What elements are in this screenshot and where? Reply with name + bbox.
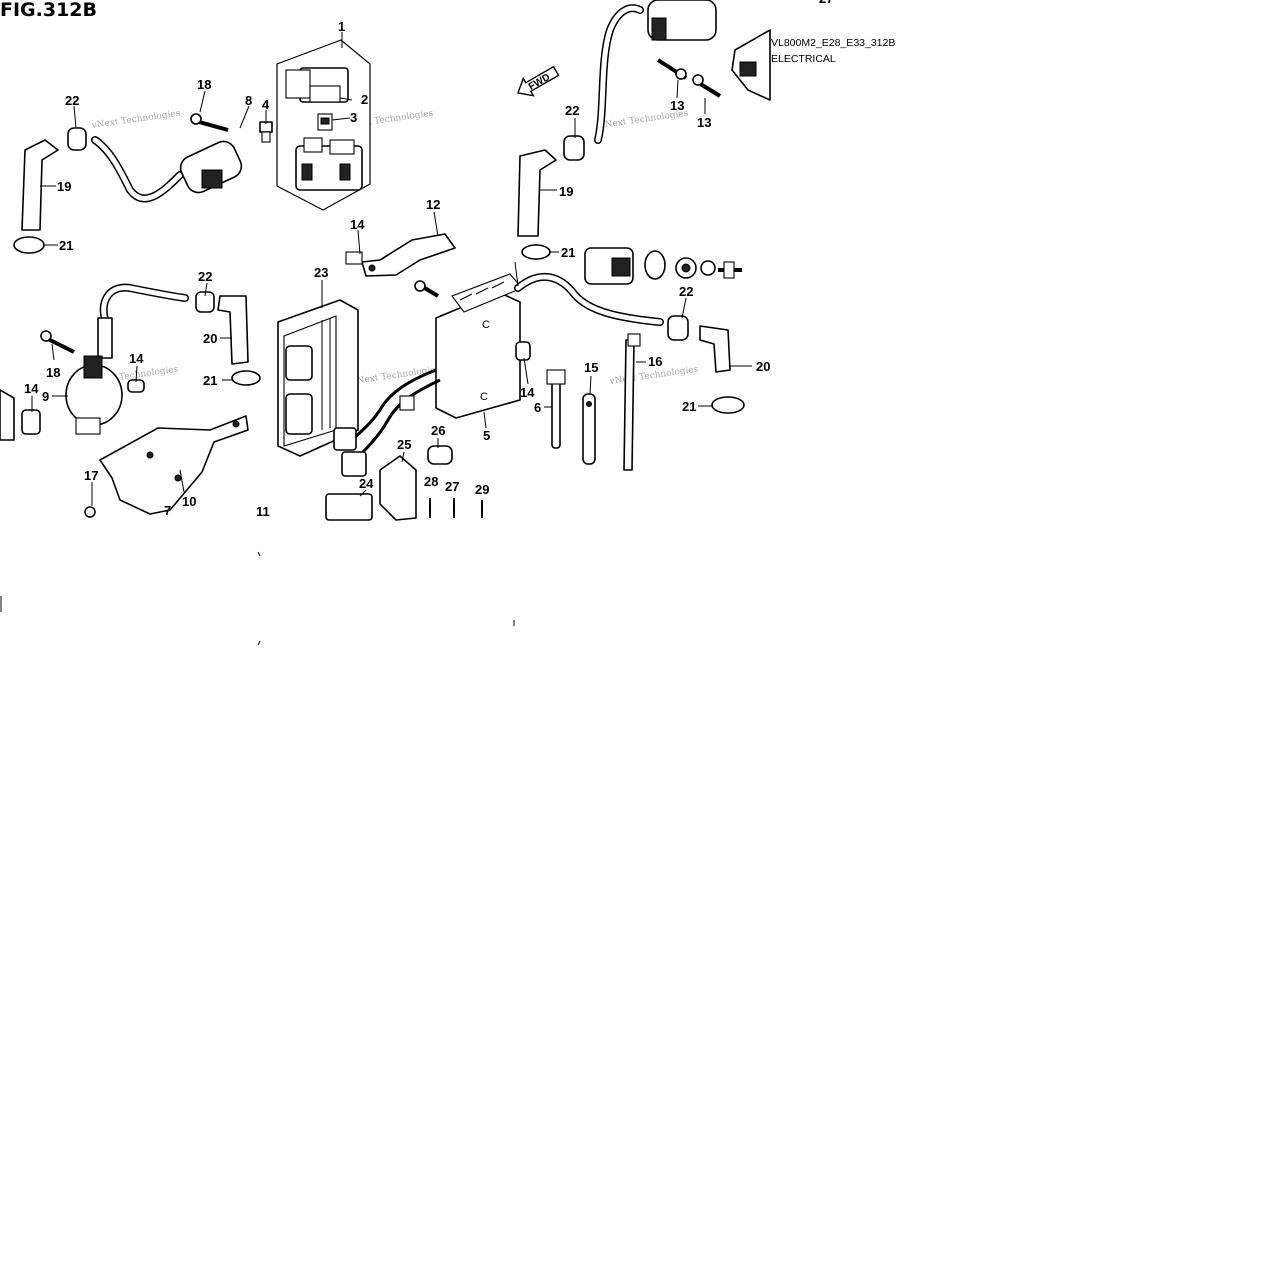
- ignition-coil-center-left: [0, 283, 261, 441]
- callout-10: 10: [182, 494, 196, 509]
- callout-22-upper-left: 22: [65, 93, 79, 108]
- ecm-unit: [277, 299, 359, 457]
- callout-13-right: 13: [697, 115, 711, 130]
- bracket-12: [345, 233, 456, 298]
- watermark-text: vNext Technologies: [90, 109, 181, 132]
- bolt-4: [259, 121, 273, 143]
- callout-8: 8: [245, 93, 252, 108]
- coil-bracket: [84, 415, 249, 518]
- callout-17: 17: [84, 468, 98, 483]
- regulator-c-mark-top: C: [482, 319, 490, 331]
- callout-21-upper-right: 21: [561, 245, 575, 260]
- callout-24: 24: [359, 476, 374, 491]
- figure-title: FIG.312B: [0, 0, 97, 21]
- callout-5: 5: [483, 428, 490, 443]
- callout-23: 23: [314, 265, 328, 280]
- ignition-coil-center-right: [584, 247, 742, 285]
- callout-6: 6: [534, 400, 541, 415]
- plug-cap-upper-right: [517, 0, 771, 260]
- clamp-band-16: [623, 333, 641, 471]
- callout-28: 28: [424, 474, 438, 489]
- ignition-coil-upper-left: [13, 113, 243, 254]
- figure-section-label: ELECTRICAL: [771, 53, 836, 65]
- callout-2: 2: [361, 92, 368, 107]
- callout-20-left: 20: [203, 331, 217, 346]
- cropped-edge-marks: [0, 551, 515, 646]
- callout-14-center: 14: [129, 351, 144, 366]
- callout-27-bottom: 27: [445, 479, 459, 494]
- watermark-text: vNext Technologies: [350, 365, 441, 388]
- callout-22-upper-right: 22: [565, 103, 579, 118]
- callout-19-left: 19: [57, 179, 71, 194]
- callout-16: 16: [648, 354, 662, 369]
- center-plug-wire: [514, 272, 745, 414]
- forward-direction-label: FWD: [527, 72, 552, 93]
- callout-25: 25: [397, 437, 411, 452]
- callout-22-center-left: 22: [198, 269, 212, 284]
- callout-27-top: 27: [819, 0, 833, 6]
- holder-25: [379, 455, 417, 521]
- callout-21-lower-right: 21: [682, 399, 696, 414]
- callout-12: 12: [426, 197, 440, 212]
- small-parts-27-29: [429, 498, 483, 518]
- clamp-band-6: [546, 369, 566, 449]
- callout-labels: 1 2 3 4 5 6 7 8 9 10 11 12 13 13 14 14 1…: [24, 0, 833, 519]
- callout-29: 29: [475, 482, 489, 497]
- callout-7: 7: [164, 503, 171, 518]
- clamp-15: [582, 393, 596, 465]
- callout-9: 9: [42, 389, 49, 404]
- callout-18-top: 18: [197, 77, 211, 92]
- wire-harness: [333, 368, 441, 477]
- callout-14-left: 14: [24, 381, 39, 396]
- callout-4: 4: [262, 97, 270, 112]
- figure-reference-code: VL800M2_E28_E33_312B: [771, 37, 895, 49]
- callout-22-center-right: 22: [679, 284, 693, 299]
- callout-26: 26: [431, 423, 445, 438]
- relay-box-assembly: [276, 39, 371, 211]
- leader-lines: [31, 32, 752, 506]
- forward-direction-arrow: FWD: [517, 65, 560, 97]
- relay-24: [325, 493, 373, 521]
- callout-1: 1: [338, 19, 345, 34]
- callout-18-bottom: 18: [46, 365, 60, 380]
- regulator-c-mark-bottom: C: [480, 391, 488, 403]
- callout-14-right: 14: [520, 385, 535, 400]
- callout-14-top: 14: [350, 217, 365, 232]
- callout-13-left: 13: [670, 98, 684, 113]
- callout-21-upper-left: 21: [59, 238, 73, 253]
- callout-20-right: 20: [756, 359, 770, 374]
- cushion-26: [427, 445, 453, 465]
- regulator-rectifier: C C: [435, 273, 531, 419]
- callout-19-right: 19: [559, 184, 573, 199]
- callout-11: 11: [256, 504, 270, 519]
- callout-3: 3: [350, 110, 357, 125]
- callout-15: 15: [584, 360, 598, 375]
- callout-21-lower-left: 21: [203, 373, 217, 388]
